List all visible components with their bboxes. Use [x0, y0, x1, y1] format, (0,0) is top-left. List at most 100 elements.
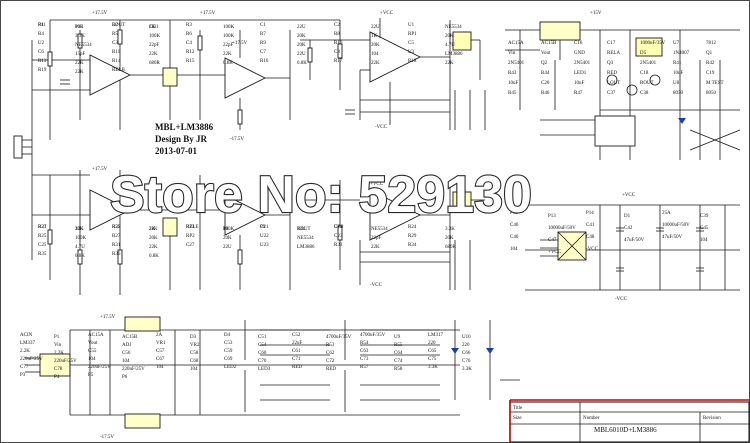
component-label: C6 — [38, 50, 44, 55]
component-label: LED1 — [574, 71, 587, 76]
component-label: ACIN — [20, 333, 33, 338]
rail-label: -VCC — [375, 125, 388, 130]
component-label: 104 — [156, 365, 164, 370]
component-label: P13 — [548, 214, 556, 219]
component-label: C64 — [394, 351, 403, 356]
component-label: 104 — [371, 52, 379, 57]
component-label: C73 — [360, 357, 369, 362]
component-label: C74 — [394, 359, 403, 364]
component-label: +VCC — [548, 250, 562, 255]
rail-label: +VCC — [370, 182, 384, 187]
regulator-u10 — [124, 413, 161, 429]
component-label: C54 — [258, 343, 267, 348]
component-label: C21 — [260, 225, 269, 230]
component-label: C67 — [156, 357, 165, 362]
component-label: 22K — [149, 227, 158, 232]
component-label: 0.8K — [75, 254, 85, 259]
opamp-u2 — [224, 57, 267, 99]
component-label: R22 — [112, 225, 121, 230]
component-label: AC15A — [508, 41, 524, 46]
component-label: LM3886 — [297, 245, 315, 250]
component-label: C2 — [334, 23, 340, 28]
component-label: C59 — [224, 349, 233, 354]
component-label: C71 — [292, 357, 301, 362]
component-label: R57 — [360, 365, 369, 370]
component-label: C53 — [224, 341, 233, 346]
component-label: RP2 — [186, 234, 195, 239]
component-label: 104 — [510, 247, 518, 252]
component-label: AC15A — [88, 333, 104, 338]
component-label: C27 — [186, 243, 195, 248]
psu-part-labels: P12P13P14D125AC39C4010000uF/50VC41C42100… — [510, 211, 709, 255]
component-label: 220 — [428, 341, 436, 346]
component-label: RED — [607, 71, 617, 76]
rail-label: +15V — [590, 11, 602, 16]
component-label: ADJ — [122, 343, 131, 348]
component-label: R6 — [186, 32, 192, 37]
component-label: 22K — [371, 245, 380, 250]
component-label: P11 — [38, 23, 46, 28]
component-label: D3 — [190, 335, 197, 340]
component-label: C17 — [607, 41, 616, 46]
component-label: LOUT — [607, 81, 620, 86]
component-label: RELB — [112, 68, 125, 73]
component-label: C48 — [586, 235, 595, 240]
component-label: C1 — [260, 23, 266, 28]
component-label: D4 — [224, 333, 231, 338]
component-label: C18 — [640, 71, 649, 76]
component-label: C63 — [360, 349, 369, 354]
component-label: VR1 — [156, 341, 166, 346]
component-label: U2 — [38, 41, 45, 46]
component-label: U22 — [260, 234, 269, 239]
design-title: MBL+LM3886 — [155, 122, 214, 132]
component-label: P6 — [122, 375, 128, 380]
component-label: M TEST — [706, 81, 724, 86]
component-label: C5 — [408, 41, 414, 46]
component-label: R8 — [334, 32, 340, 37]
component-label: C3 — [112, 41, 118, 46]
component-label: 2N5401 — [574, 61, 591, 66]
component-label: 220uF/25V — [20, 357, 43, 362]
component-label: 100K — [223, 25, 235, 30]
component-label: 4.7U — [445, 43, 455, 48]
component-label: R37 — [38, 225, 47, 230]
component-label: 100K — [75, 236, 87, 241]
psu-block — [525, 204, 740, 291]
component-label: NE5534 — [445, 25, 462, 30]
component-label: RELA — [607, 51, 620, 56]
component-label: C77 — [20, 365, 29, 370]
component-label: R42 — [706, 61, 715, 66]
component-label: 22K — [149, 52, 158, 57]
component-label: 22pF — [149, 43, 160, 48]
component-label: P10 — [75, 25, 83, 30]
component-label: R36 — [112, 252, 121, 257]
component-label: 220 — [462, 343, 470, 348]
component-label: U10 — [462, 335, 471, 340]
component-label: 10000uF/50V — [548, 226, 576, 231]
input-connector — [13, 135, 23, 159]
component-label: C58 — [190, 351, 199, 356]
component-label: R35 — [38, 252, 47, 257]
component-label: RED — [292, 365, 302, 370]
component-label: 22K — [223, 52, 232, 57]
rail-label: -VCC — [370, 283, 383, 288]
component-label: 20K — [297, 43, 306, 48]
component-label: P3 — [20, 373, 26, 378]
component-label: LOUT — [112, 23, 125, 28]
rail-label: +17.5V — [92, 11, 108, 16]
component-label: Vout — [541, 51, 551, 56]
component-label: C70 — [258, 359, 267, 364]
component-label: U1 — [408, 23, 415, 28]
relay-rele — [452, 191, 472, 211]
component-label: 22K — [75, 70, 84, 75]
component-label: 47uF/50V — [662, 235, 683, 240]
component-label: C68 — [190, 359, 199, 364]
title-block-size-label: Size — [513, 416, 522, 421]
component-label: 10uF — [574, 81, 585, 86]
component-label: 22U — [297, 227, 306, 232]
title-block-frame — [509, 401, 750, 443]
component-label: R55 — [394, 343, 403, 348]
component-label: 20K — [445, 34, 454, 39]
component-label: 25A — [662, 211, 671, 216]
